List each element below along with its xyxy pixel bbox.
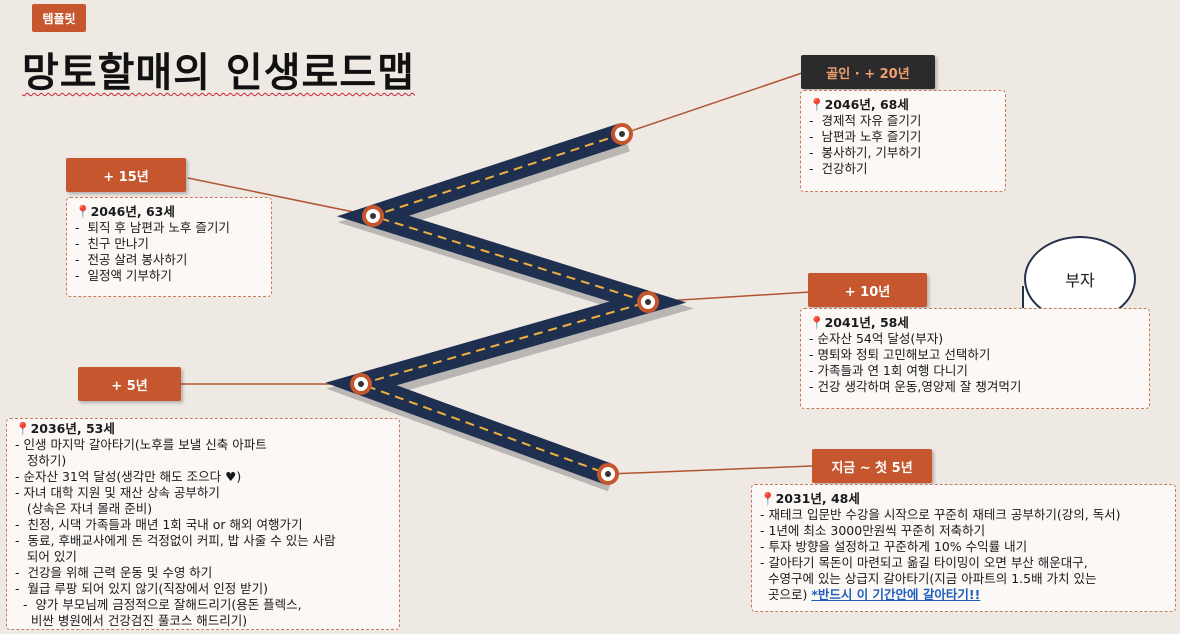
- list-item: - 월급 루팡 되어 있지 않기(직장에서 인정 받기): [15, 581, 269, 596]
- stage-card-5: 📍2036년, 53세 - 인생 마지막 갈아타기(노후를 보낼 신축 아파트 …: [6, 418, 400, 630]
- stage-label-15[interactable]: + 15년: [66, 158, 186, 192]
- road-node-markers: [350, 123, 659, 485]
- stage-head: 2041년, 58세: [824, 315, 909, 330]
- list-item: - 건강하기: [809, 161, 868, 176]
- list-item: - 퇴직 후 남편과 노후 즐기기: [75, 220, 230, 235]
- list-item: - 동료, 후배교사에게 돈 걱정없이 커피, 밥 사줄 수 있는 사람: [15, 533, 336, 548]
- list-item: - 남편과 노후 즐기기: [809, 129, 922, 144]
- stage-card-15: 📍2046년, 63세 - 퇴직 후 남편과 노후 즐기기 - 친구 만나기 -…: [66, 197, 272, 297]
- list-item: - 갈아타기 목돈이 마련되고 옮길 타이밍이 오면 부산 해운대구,: [760, 555, 1088, 570]
- list-item: 곳으로) *반드시 이 기간안에 갈아타기!!: [760, 587, 1167, 603]
- list-item: - 재테크 입문반 수강을 시작으로 꾸준히 재테크 공부하기(강의, 독서): [760, 507, 1121, 522]
- list-item: - 1년에 최소 3000만원씩 꾸준히 저축하기: [760, 523, 986, 538]
- list-item: 비싼 병원에서 건강검진 풀코스 해드리기): [15, 613, 248, 628]
- page-title: 망토할매의 인생로드맵: [22, 50, 415, 96]
- pin-icon: 📍: [809, 97, 825, 112]
- list-item: - 순자산 54억 달성(부자): [809, 331, 944, 346]
- stage-label-10[interactable]: + 10년: [808, 273, 927, 307]
- list-item: 수영구에 있는 상급지 갈아타기(지금 아파트의 1.5배 가치 있는: [760, 571, 1097, 586]
- list-item: 되어 있기: [15, 549, 77, 564]
- template-tag[interactable]: 템플릿: [32, 4, 86, 32]
- pin-icon: 📍: [809, 315, 825, 330]
- list-item: - 일정액 기부하기: [75, 268, 172, 283]
- list-item: - 자녀 대학 지원 및 재산 상속 공부하기: [15, 485, 220, 500]
- pin-icon: 📍: [75, 204, 91, 219]
- pin-icon: 📍: [15, 421, 31, 436]
- pin-icon: 📍: [760, 491, 776, 506]
- list-item: - 건강을 위해 근력 운동 및 수영 하기: [15, 565, 213, 580]
- stage-label-5[interactable]: + 5년: [78, 367, 181, 401]
- list-item: - 순자산 31억 달성(생각만 해도 조으다 ♥): [15, 469, 242, 484]
- stage-head: 2046년, 63세: [90, 204, 175, 219]
- list-item: 정하기): [15, 453, 67, 468]
- list-item: - 경제적 자유 즐기기: [809, 113, 922, 128]
- list-item: - 투자 방향을 설정하고 꾸준하게 10% 수익률 내기: [760, 539, 1028, 554]
- stage-head: 2036년, 53세: [30, 421, 115, 436]
- list-item: - 전공 살려 봉사하기: [75, 252, 188, 267]
- stage-card-goal: 📍2046년, 68세 - 경제적 자유 즐기기 - 남편과 노후 즐기기 - …: [800, 90, 1006, 192]
- list-item: - 가족들과 연 1회 여행 다니기: [809, 363, 968, 378]
- list-item: - 양가 부모님께 금정적으로 잘해드리기(용돈 플렉스,: [15, 597, 302, 612]
- list-item: - 친구 만나기: [75, 236, 149, 251]
- connector-lines: [181, 71, 813, 475]
- stage-label-goal[interactable]: 골인 · + 20년: [801, 55, 935, 89]
- stage-label-now[interactable]: 지금 ~ 첫 5년: [812, 449, 932, 483]
- stage-head: 2031년, 48세: [775, 491, 860, 506]
- list-item: (상속은 자녀 몰래 준비): [15, 501, 153, 516]
- stage-card-now: 📍2031년, 48세 - 재테크 입문반 수강을 시작으로 꾸준히 재테크 공…: [751, 484, 1176, 612]
- list-item-text: 곳으로): [760, 587, 812, 602]
- list-item: - 건강 생각하며 운동,영양제 잘 챙겨먹기: [809, 379, 1022, 394]
- list-item: - 인생 마지막 갈아타기(노후를 보낼 신축 아파트: [15, 437, 267, 452]
- list-item: - 친정, 시댁 가족들과 매년 1회 국내 or 해외 여행가기: [15, 517, 303, 532]
- highlight-link[interactable]: *반드시 이 기간안에 갈아타기!!: [811, 587, 981, 602]
- stage-head: 2046년, 68세: [824, 97, 909, 112]
- stage-card-10: 📍2041년, 58세 - 순자산 54억 달성(부자) - 명퇴와 정퇴 고민…: [800, 308, 1150, 409]
- list-item: - 명퇴와 정퇴 고민해보고 선택하기: [809, 347, 991, 362]
- list-item: - 봉사하기, 기부하기: [809, 145, 922, 160]
